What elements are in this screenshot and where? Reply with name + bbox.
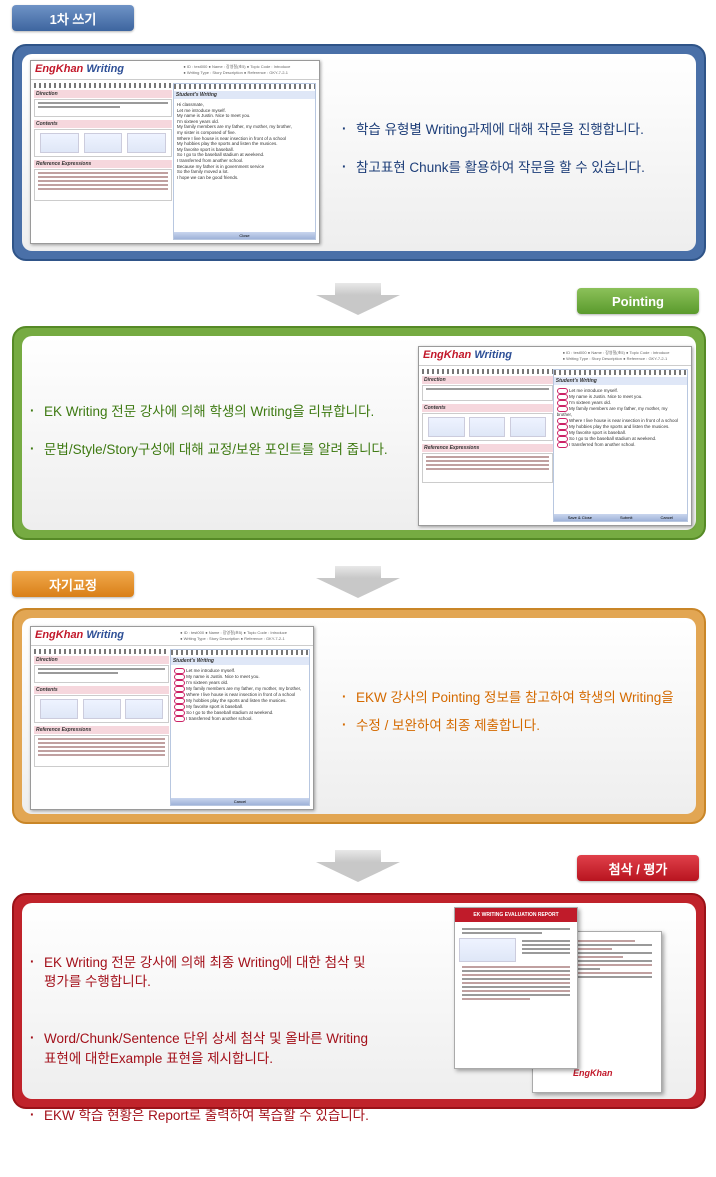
save-close-button[interactable]: Save & Close xyxy=(567,515,592,520)
step-description: EKW 강사의 Pointing 정보를 참고하여 학생의 Writing을 수… xyxy=(340,687,690,753)
down-arrow-icon xyxy=(335,850,381,862)
step-description: 학습 유형별 Writing과제에 대해 작문을 진행합니다. 참고표현 Chu… xyxy=(340,119,690,195)
bullet-item: EKW 강사의 Pointing 정보를 참고하여 학생의 Writing을 xyxy=(340,687,690,708)
student-meta: ● ID : test000 ● Name : 장영철(초5) ● Topic … xyxy=(562,350,670,361)
writing-app-screenshot: EngKhan Writing ● ID : test000 ● Name : … xyxy=(30,60,320,244)
bullet-item: 참고표현 Chunk를 활용하여 작문을 할 수 있습니다. xyxy=(340,157,690,178)
reference-header: Reference Expressions xyxy=(422,444,553,452)
step-tag-pointing: Pointing xyxy=(577,288,699,314)
contents-header: Contents xyxy=(422,404,553,412)
close-button[interactable]: Close xyxy=(173,232,315,239)
down-arrow-icon xyxy=(316,295,400,315)
bullet-item: 수정 / 보완하여 최종 제출합니다. xyxy=(340,715,690,736)
submit-button[interactable]: Submit xyxy=(620,515,633,520)
cancel-button[interactable]: Cancel xyxy=(170,798,309,805)
student-letter[interactable]: Hi classmate,Let me introduce myself.My … xyxy=(176,102,292,180)
contents-header: Contents xyxy=(34,120,173,128)
editable-letter[interactable]: Let me introduce myself. My name is Just… xyxy=(171,665,309,725)
student-writing-header: Student's Writing xyxy=(173,91,315,99)
direction-header: Direction xyxy=(34,90,173,98)
app-logo: EngKhan Writing xyxy=(35,629,125,641)
step-description: EK Writing 전문 강사에 의해 최종 Writing에 대한 첨삭 및… xyxy=(28,933,438,1163)
bullet-item: EK Writing 전문 강사에 의해 최종 Writing에 대한 첨삭 및… xyxy=(28,952,438,992)
student-meta: ● ID : test000 ● Name : 장영철(초5) ● Topic … xyxy=(183,64,291,75)
step-tag-evaluation: 첨삭 / 평가 xyxy=(577,855,699,881)
bullet-item: EKW 학습 현황은 Report로 출력하여 복습할 수 있습니다. xyxy=(28,1105,438,1126)
step-panel-first-writing: EngKhan Writing ● ID : test000 ● Name : … xyxy=(12,44,706,261)
app-logo: EngKhan Writing xyxy=(35,63,125,75)
bullet-item: Word/Chunk/Sentence 단위 상세 첨삭 및 올바른 Writi… xyxy=(28,1028,438,1068)
step-panel-evaluation: EK Writing 전문 강사에 의해 최종 Writing에 대한 첨삭 및… xyxy=(12,893,706,1124)
bullet-item: 문법/Style/Story구성에 대해 교정/보완 포인트를 알려 줍니다. xyxy=(28,439,418,460)
reference-header: Reference Expressions xyxy=(34,160,173,168)
report-title: EK WRITING EVALUATION REPORT xyxy=(455,908,577,922)
step-tag-self-correction: 자기교정 xyxy=(12,571,134,597)
pointing-app-screenshot: EngKhan Writing ● ID : test000 ● Name : … xyxy=(418,346,692,526)
step-description: EK Writing 전문 강사에 의해 학생의 Writing을 리뷰합니다.… xyxy=(28,401,418,477)
down-arrow-icon xyxy=(316,862,400,882)
report-logo: EngKhan xyxy=(573,1068,613,1078)
step-tag-first-writing: 1차 쓰기 xyxy=(12,5,134,31)
step-panel-pointing: EK Writing 전문 강사에 의해 학생의 Writing을 리뷰합니다.… xyxy=(12,326,706,540)
cancel-button[interactable]: Cancel xyxy=(660,515,673,520)
pointed-letter[interactable]: Let me introduce myself. My name is Just… xyxy=(556,388,679,448)
correction-app-screenshot: EngKhan Writing ● ID : test000 ● Name : … xyxy=(30,626,314,810)
student-writing-header: Student's Writing xyxy=(553,377,687,385)
app-logo: EngKhan Writing xyxy=(423,349,513,361)
step-panel-self-correction: EngKhan Writing ● ID : test000 ● Name : … xyxy=(12,608,706,824)
direction-header: Direction xyxy=(34,656,170,664)
student-writing-header: Student's Writing xyxy=(170,657,309,665)
direction-header: Direction xyxy=(422,376,553,384)
down-arrow-icon xyxy=(335,283,381,295)
down-arrow-icon xyxy=(316,578,400,598)
bullet-item: EK Writing 전문 강사에 의해 학생의 Writing을 리뷰합니다. xyxy=(28,401,418,422)
student-meta: ● ID : test000 ● Name : 장영철(초5) ● Topic … xyxy=(180,630,288,641)
contents-header: Contents xyxy=(34,686,170,694)
reference-header: Reference Expressions xyxy=(34,726,170,734)
bullet-item: 학습 유형별 Writing과제에 대해 작문을 진행합니다. xyxy=(340,119,690,140)
down-arrow-icon xyxy=(335,566,381,578)
evaluation-report: EK WRITING EVALUATION REPORT xyxy=(454,907,578,1069)
